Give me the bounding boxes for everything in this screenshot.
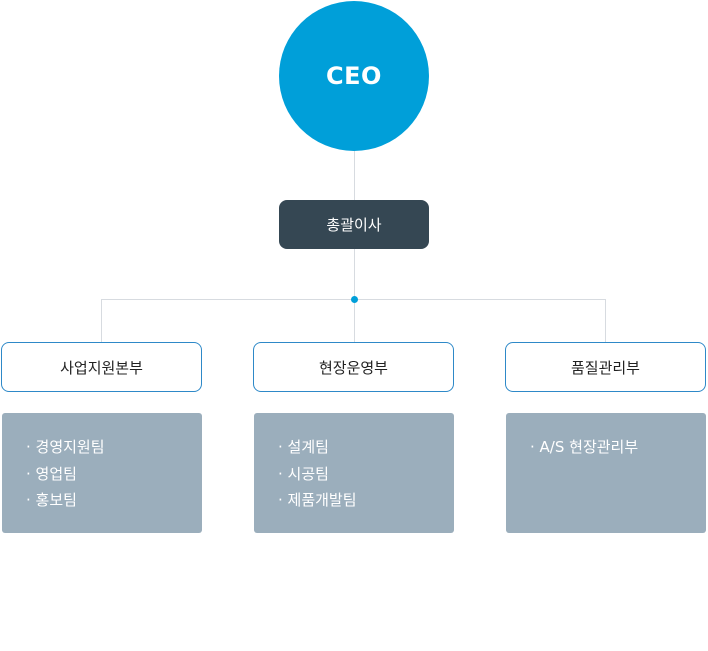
connector-director-branch	[354, 249, 355, 342]
team-item: · A/S 현장관리부	[530, 438, 639, 456]
director-node: 총괄이사	[279, 200, 429, 249]
department-label: 품질관리부	[570, 358, 640, 377]
director-label: 총괄이사	[326, 216, 382, 234]
department-site-operations: 현장운영부	[253, 342, 454, 392]
connector-junction-dot	[351, 296, 358, 303]
team-list-quality-control: · A/S 현장관리부	[506, 413, 706, 533]
team-item: · 제품개발팀	[278, 491, 357, 509]
team-item: · 시공팀	[278, 464, 329, 483]
department-quality-control: 품질관리부	[505, 342, 706, 392]
ceo-node: CEO	[279, 1, 429, 151]
team-item: · 홍보팀	[26, 491, 77, 509]
department-business-support: 사업지원본부	[1, 342, 202, 392]
department-label: 사업지원본부	[60, 358, 143, 377]
connector-ceo-director	[354, 150, 355, 200]
department-label: 현장운영부	[318, 358, 388, 377]
team-list-business-support: · 경영지원팀 · 영업팀 · 홍보팀	[2, 413, 202, 533]
team-item: · 설계팀	[278, 438, 329, 456]
ceo-label: CEO	[326, 62, 382, 90]
team-item: · 영업팀	[26, 464, 77, 483]
connector-left	[101, 299, 102, 342]
team-list-site-operations: · 설계팀 · 시공팀 · 제품개발팀	[254, 413, 454, 533]
team-item: · 경영지원팀	[26, 438, 105, 456]
connector-right	[605, 299, 606, 342]
